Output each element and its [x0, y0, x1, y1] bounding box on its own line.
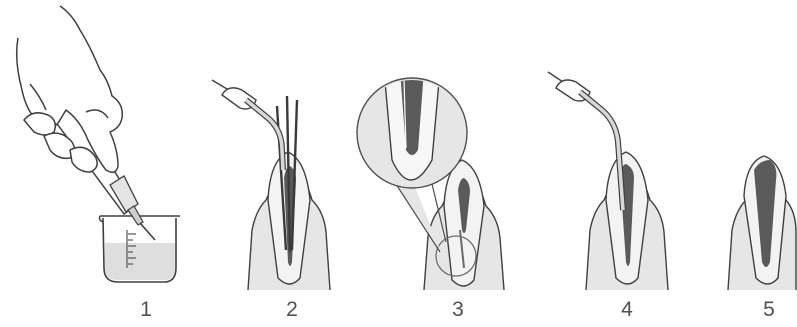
step-2-illustration: [212, 80, 330, 290]
dental-syringe-icon: [212, 80, 283, 170]
step-number-5: 5: [754, 298, 784, 322]
step-1-illustration: [17, 6, 180, 282]
step-number-3: 3: [443, 298, 473, 322]
step-number-4: 4: [612, 298, 642, 322]
step-3-illustration: [357, 70, 504, 290]
hand-icon: [17, 6, 123, 172]
step-number-1: 1: [131, 298, 161, 322]
step-5-illustration: [728, 156, 796, 290]
beaker-icon: [99, 216, 180, 282]
tooth-icon: [586, 152, 668, 290]
step-number-2: 2: [277, 298, 307, 322]
step-4-illustration: [548, 72, 668, 290]
tooth-icon: [728, 156, 796, 290]
